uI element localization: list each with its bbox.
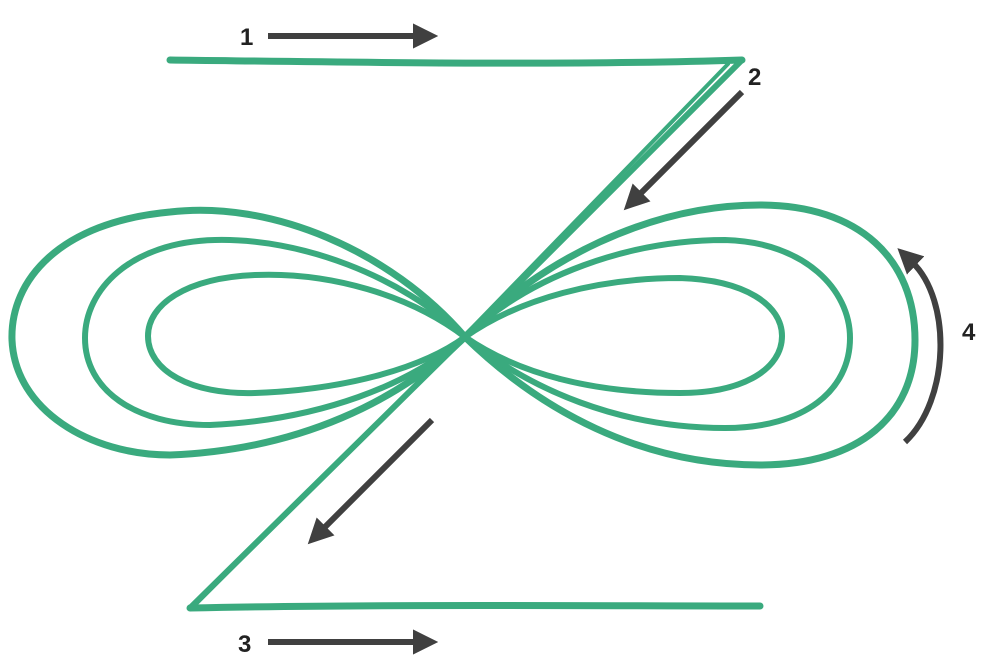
arrow-4-curved: [905, 262, 940, 442]
bottom-horizontal-stroke: [190, 606, 760, 609]
step-label-3: 3: [238, 631, 251, 658]
green-strokes: [12, 60, 915, 608]
step-label-1: 1: [240, 24, 253, 51]
step-label-4: 4: [962, 319, 976, 346]
arrow-2: [638, 92, 742, 196]
direction-arrows: [268, 36, 940, 642]
arrow-diagonal-lower: [322, 420, 432, 530]
infinity-loop-inner: [148, 275, 782, 393]
step-labels: 1 2 3 4: [238, 24, 976, 658]
step-label-2: 2: [748, 64, 761, 91]
top-horizontal-stroke: [170, 60, 742, 63]
